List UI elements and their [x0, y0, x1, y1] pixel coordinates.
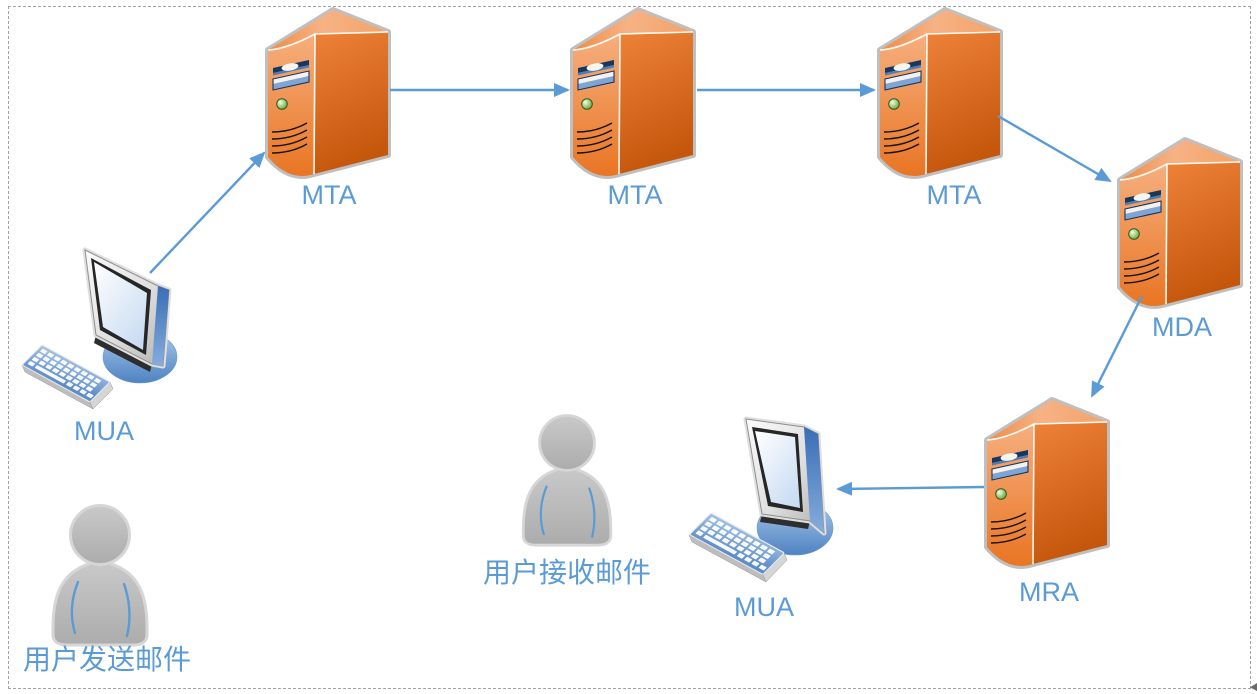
label-mua-receiver: MUA — [734, 592, 794, 622]
monitor-icon — [743, 416, 827, 536]
server-icon-mta-2 — [573, 10, 693, 176]
server-icon-mra — [987, 400, 1107, 566]
label-user-receiver: 用户接收邮件 — [482, 557, 652, 588]
person-icon-user-receiver — [521, 414, 613, 547]
monitor-icon — [82, 247, 172, 372]
label-mta-1: MTA — [301, 180, 357, 210]
workstation-icon-mua-receiver — [688, 416, 834, 583]
server-icon-mda — [1120, 140, 1240, 306]
keyboard-icon — [21, 344, 114, 410]
resize-handle-mark — [1250, 683, 1257, 691]
workstation-icon-mua-sender — [21, 247, 178, 410]
edge-arrow-mda-to-mra — [1090, 295, 1144, 398]
edge-arrow-mta3-to-mda — [997, 114, 1112, 183]
label-mua-sender: MUA — [74, 416, 134, 446]
label-mra: MRA — [1019, 577, 1079, 607]
label-mta-3: MTA — [926, 180, 982, 210]
label-mta-2: MTA — [607, 180, 663, 210]
diagram-dashed-border — [8, 6, 1251, 689]
server-icon-mta-3 — [880, 10, 1000, 176]
label-user-sender: 用户发送邮件 — [22, 644, 192, 675]
edge-arrow-mua-to-mta1 — [149, 151, 266, 274]
label-mda: MDA — [1152, 312, 1212, 342]
person-icon-user-sender — [51, 504, 149, 647]
server-icon-mta-1 — [268, 10, 388, 176]
keyboard-icon — [688, 512, 788, 583]
edge-arrow-mra-to-mua — [836, 481, 985, 496]
